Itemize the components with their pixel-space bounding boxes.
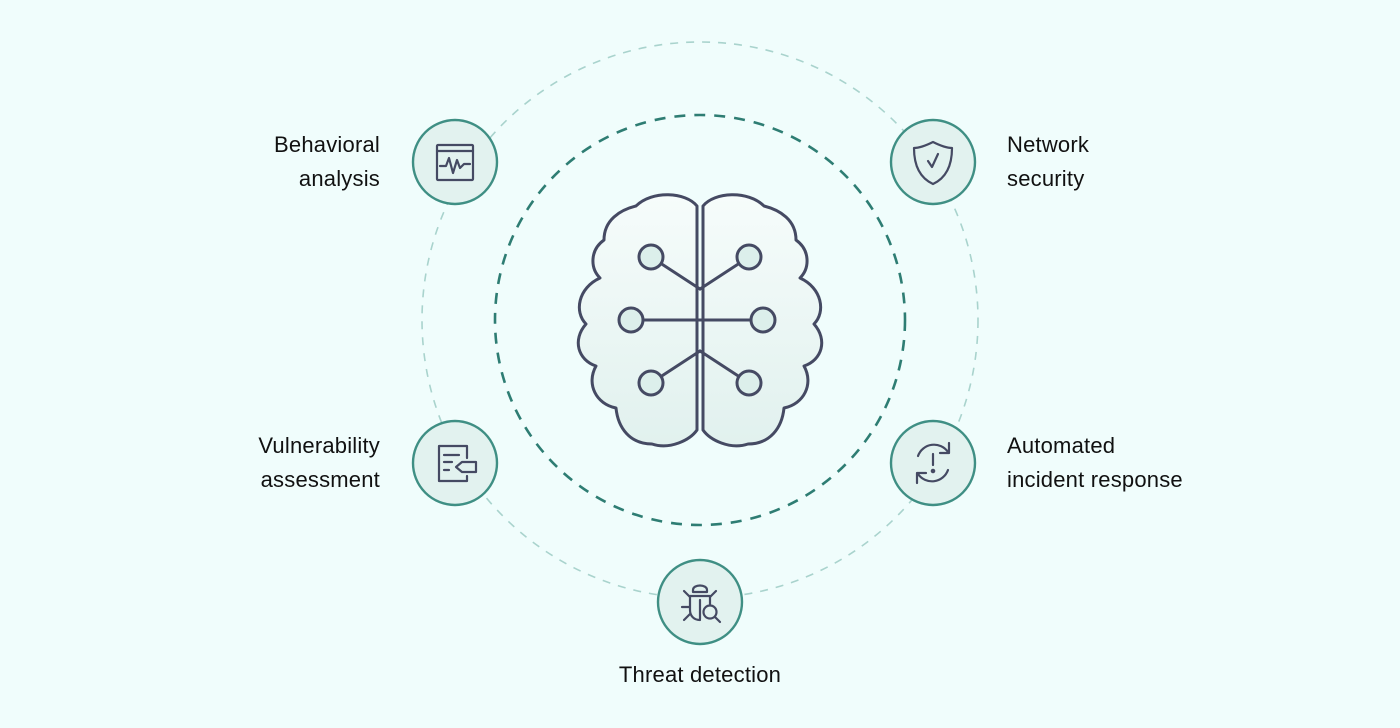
node-automated-incident-response — [889, 419, 977, 507]
label-behavioral-analysis: Behavioral analysis — [274, 128, 380, 196]
node-threat-detection — [656, 558, 744, 646]
label-vulnerability-assessment: Vulnerability assessment — [258, 429, 380, 497]
node-vulnerability-assessment — [411, 419, 499, 507]
label-line: analysis — [298, 166, 380, 191]
shield-check-icon — [912, 140, 954, 186]
activity-monitor-icon — [435, 143, 475, 182]
brain-node — [637, 369, 665, 397]
brain-node — [617, 306, 645, 334]
refresh-alert-icon — [915, 441, 951, 485]
node-behavioral-analysis — [411, 118, 499, 206]
label-line: Behavioral — [274, 132, 380, 157]
document-edit-icon — [437, 444, 478, 483]
brain-node — [735, 243, 763, 271]
label-line: incident response — [1007, 467, 1183, 492]
inner-ring — [493, 113, 907, 527]
label-line: Network — [1007, 132, 1090, 157]
brain-circuit-icon — [576, 193, 824, 448]
label-automated-incident-response: Automated incident response — [1007, 429, 1183, 497]
label-line: Automated — [1007, 433, 1116, 458]
bug-search-icon — [680, 584, 722, 624]
brain-node — [637, 243, 665, 271]
label-threat-detection: Threat detection — [0, 658, 1400, 692]
label-line: security — [1007, 166, 1085, 191]
brain-node — [735, 369, 763, 397]
label-line: Vulnerability — [258, 433, 380, 458]
brain-node — [749, 306, 777, 334]
label-line: Threat detection — [618, 662, 782, 687]
node-network-security — [889, 118, 977, 206]
label-line: assessment — [260, 467, 380, 492]
label-network-security: Network security — [1007, 128, 1089, 196]
